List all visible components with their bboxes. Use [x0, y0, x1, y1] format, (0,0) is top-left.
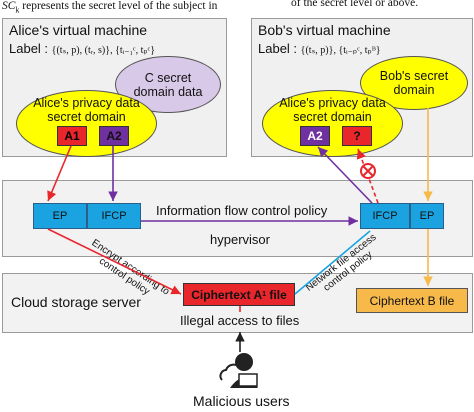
bob-vm-panel: Bob's virtual machine Label : {(tₛ, p)},… [251, 18, 473, 157]
ciphertext-b-file: Ciphertext B file [356, 288, 468, 313]
ep-left-label: EP [52, 210, 68, 222]
ifcp-left: IFCP [87, 203, 141, 229]
unknown-label: ? [353, 129, 361, 143]
caption-top: SCk represents the secret level of the s… [2, 0, 217, 14]
ep-right-label: EP [419, 210, 435, 222]
ifcp-left-label: IFCP [101, 210, 127, 222]
bob-alice-privacy-domain-label: Alice's privacy data secret domain [279, 96, 386, 124]
a2-label: A2 [106, 129, 122, 143]
bob-vm-title: Bob's virtual machine [258, 22, 391, 38]
c-secret-domain-label: C secret domain data [133, 70, 203, 99]
alice-vm-title: Alice's virtual machine [9, 22, 148, 38]
caption-symbol: SC [2, 0, 16, 12]
ep-left: EP [33, 203, 87, 229]
blocked-icon [360, 163, 376, 179]
bob-secret-domain-label: Bob's secret domain [379, 69, 449, 97]
ciphertext-a-label: Ciphertext A [191, 287, 263, 302]
a1-data-box: A1 [57, 126, 87, 146]
malicious-users-label: Malicious users [193, 393, 290, 409]
bob-a2-data-box: A2 [300, 126, 330, 146]
ifcp-right-label: IFCP [372, 210, 398, 222]
bob-label-value: {(tₛ, p)}, {tᵢ₋ₚᶜ, tₚᴮ} [300, 45, 381, 56]
alice-label-prefix: Label : [9, 41, 49, 56]
ifcp-right: IFCP [360, 203, 410, 229]
caption-top-right: of the secret level or above. [291, 0, 419, 9]
bob-label-prefix: Label : [258, 41, 298, 56]
illegal-access-label: Illegal access to files [180, 313, 300, 328]
ciphertext-a-suffix: file [269, 287, 287, 302]
alice-vm-panel: Alice's virtual machine Label : {(tₛ, p)… [2, 18, 227, 157]
caption-subscript: k [15, 5, 20, 15]
unknown-data-box: ? [342, 126, 372, 146]
alice-privacy-domain-label: Alice's privacy data secret domain [33, 96, 140, 124]
ciphertext-b-label: Ciphertext B file [369, 293, 455, 308]
a2-data-box: A2 [99, 126, 129, 146]
bob-alice-privacy-domain: Alice's privacy data secret domain [262, 90, 403, 157]
ep-right: EP [410, 203, 444, 229]
cloud-storage-title: Cloud storage server [11, 294, 141, 310]
alice-label-value: {(tₛ, p), (tᵣ, s)}, {tᵢ₋₁ᶜ, tₚᶜ} [51, 45, 156, 56]
caption-text: represents the secret level of the subje… [22, 0, 218, 12]
hypervisor-label: hypervisor [210, 232, 270, 247]
hacker-icon [219, 353, 258, 388]
alice-vm-label: Label : {(tₛ, p), (tᵣ, s)}, {tᵢ₋₁ᶜ, tₚᶜ} [9, 41, 155, 56]
a1-label: A1 [64, 129, 80, 143]
bob-vm-label: Label : {(tₛ, p)}, {tᵢ₋ₚᶜ, tₚᴮ} [258, 41, 381, 56]
alice-privacy-domain: Alice's privacy data secret domain [16, 90, 157, 157]
information-flow-policy-label: Information flow control policy [156, 203, 328, 218]
bob-a2-label: A2 [307, 129, 323, 143]
